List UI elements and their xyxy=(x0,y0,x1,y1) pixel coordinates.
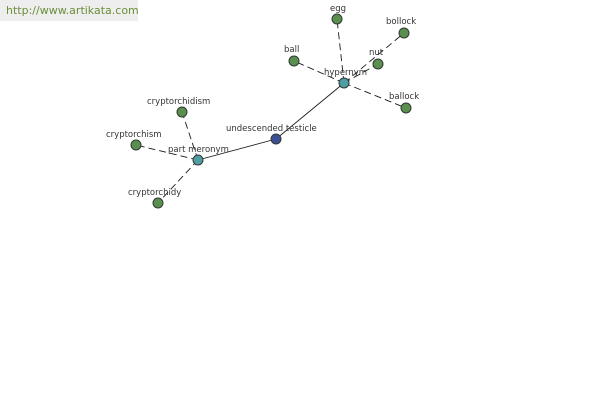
node-bollock[interactable] xyxy=(398,27,410,39)
edge-undescended-testicle-to-hypernym xyxy=(275,82,345,140)
site-url-banner[interactable]: http://www.artikata.com xyxy=(0,0,139,21)
edge-hypernym-to-bollock xyxy=(343,32,405,84)
node-hypernym[interactable] xyxy=(338,77,350,89)
nodes-layer xyxy=(130,13,412,209)
node-label-cryptorchidism[interactable]: cryptorchidism xyxy=(147,97,210,107)
edge-part-meronym-to-cryptorchidy xyxy=(157,159,199,204)
edge-hypernym-to-nut xyxy=(343,63,379,84)
edges-layer xyxy=(135,18,407,204)
node-part-meronym[interactable] xyxy=(192,154,204,166)
node-cryptorchidism[interactable] xyxy=(176,106,188,118)
node-cryptorchidy[interactable] xyxy=(152,197,164,209)
node-cryptorchism[interactable] xyxy=(130,139,142,151)
node-ballock[interactable] xyxy=(400,102,412,114)
edge-undescended-testicle-to-part-meronym xyxy=(197,138,277,161)
node-label-nut[interactable]: nut xyxy=(369,48,384,58)
site-url-text[interactable]: http://www.artikata.com xyxy=(6,4,139,17)
node-label-ballock[interactable]: ballock xyxy=(389,92,419,102)
labels-layer: undescended testicle hypernym part meronym… xyxy=(106,4,419,198)
node-label-part-meronym[interactable]: part meronym xyxy=(168,145,229,155)
node-label-cryptorchism[interactable]: cryptorchism xyxy=(106,130,162,140)
node-label-egg[interactable]: egg xyxy=(330,4,346,14)
node-nut[interactable] xyxy=(372,58,384,70)
node-label-bollock[interactable]: bollock xyxy=(386,17,416,27)
node-label-hypernym[interactable]: hypernym xyxy=(324,68,367,78)
edge-hypernym-to-ballock xyxy=(343,82,407,109)
node-undescended-testicle[interactable] xyxy=(270,133,282,145)
node-ball[interactable] xyxy=(288,55,300,67)
node-label-cryptorchidy[interactable]: cryptorchidy xyxy=(128,188,181,198)
edge-hypernym-to-ball xyxy=(293,60,345,84)
node-label-ball[interactable]: ball xyxy=(284,45,299,55)
edge-part-meronym-to-cryptorchidism xyxy=(181,111,199,161)
node-label-undescended-testicle[interactable]: undescended testicle xyxy=(226,124,317,134)
node-egg[interactable] xyxy=(331,13,343,25)
